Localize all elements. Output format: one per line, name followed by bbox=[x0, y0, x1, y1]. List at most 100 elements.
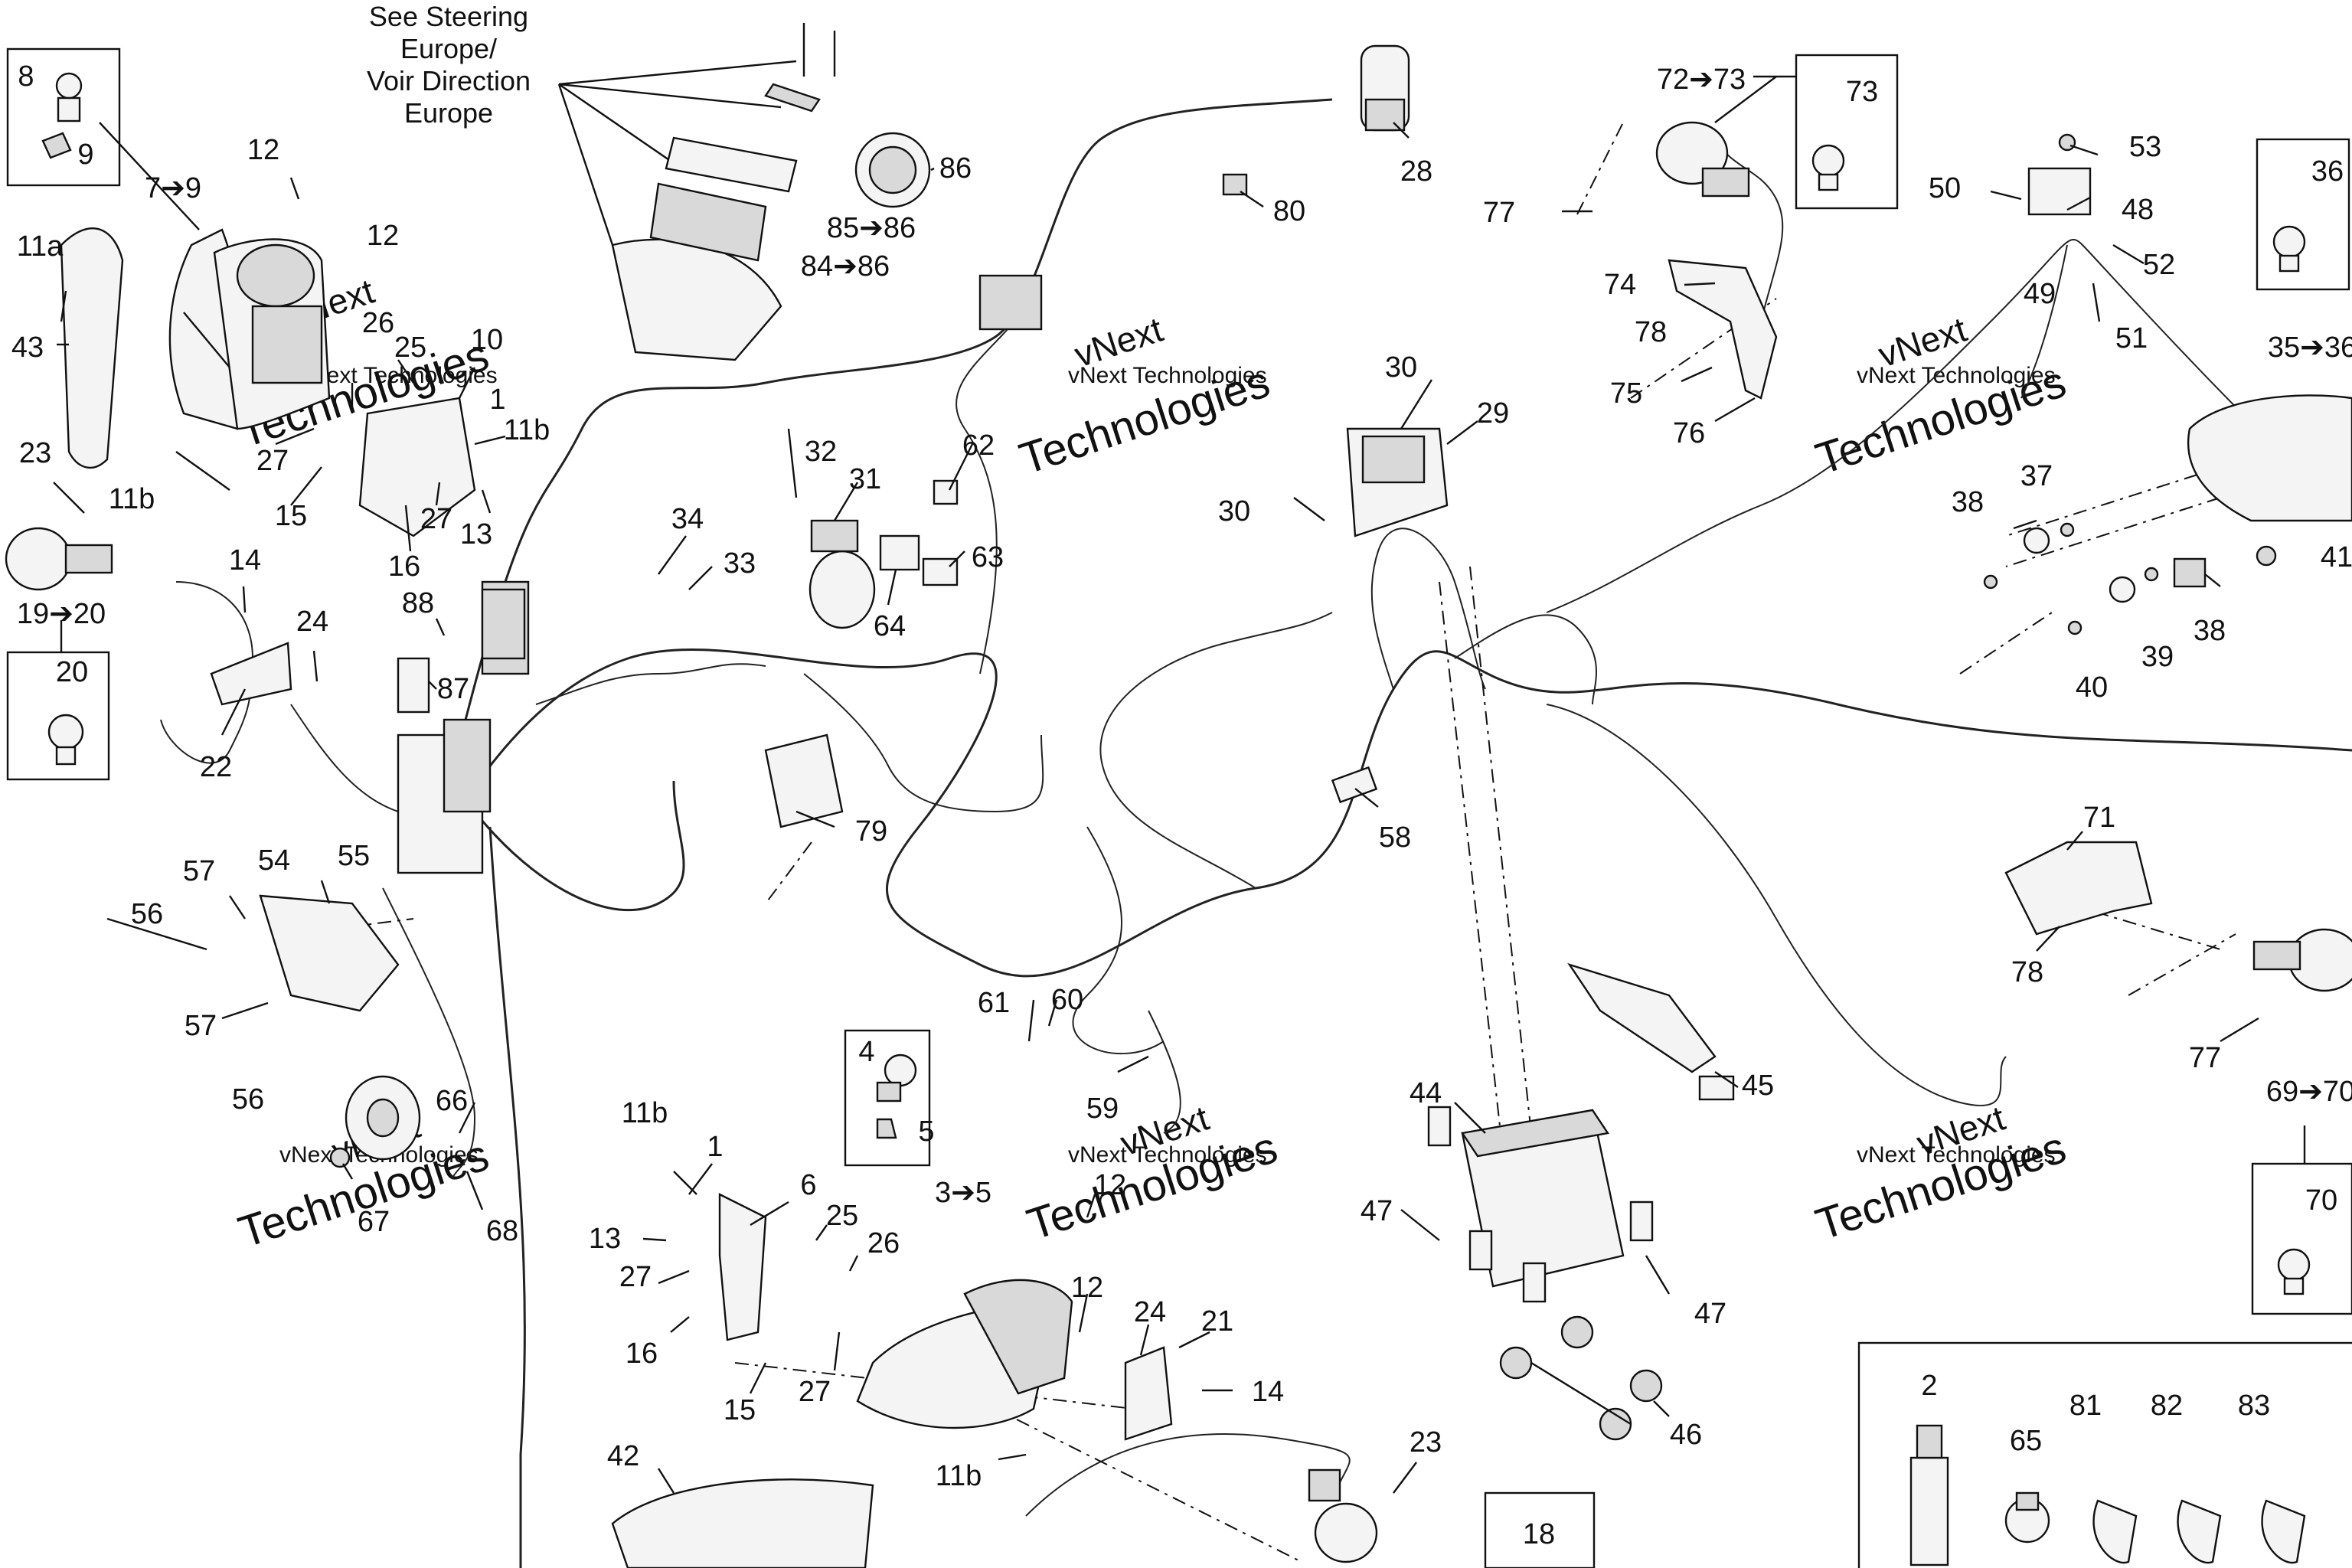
gauge-86 bbox=[854, 132, 931, 208]
bulb-icon bbox=[2272, 225, 2306, 273]
callout-65: 65 bbox=[2010, 1425, 2042, 1457]
callout-10: 10 bbox=[471, 324, 503, 356]
headlamp-right bbox=[856, 1279, 1073, 1429]
watermark-small: vNext Technologies bbox=[1068, 1142, 1267, 1168]
callout-35-36: 35➔36 bbox=[2268, 332, 2352, 364]
inset-box-18 bbox=[1484, 1491, 1596, 1568]
note-line: Europe bbox=[404, 97, 493, 129]
callout-80: 80 bbox=[1273, 195, 1305, 227]
clip-80 bbox=[1222, 173, 1248, 196]
callout-56: 56 bbox=[232, 1083, 264, 1116]
tail-light bbox=[2187, 394, 2352, 522]
connector bbox=[978, 274, 1043, 331]
callout-6: 6 bbox=[800, 1169, 816, 1201]
callout-33: 33 bbox=[724, 547, 756, 580]
callout-22: 22 bbox=[200, 751, 232, 783]
grommet-46 bbox=[1499, 1346, 1533, 1380]
steering-note: See Steering Europe/ Voir Direction Euro… bbox=[367, 1, 797, 246]
turn-signal-left bbox=[5, 527, 113, 591]
callout-12: 12 bbox=[247, 134, 279, 166]
callout-87: 87 bbox=[437, 673, 469, 705]
plate bbox=[764, 83, 821, 113]
callout-40: 40 bbox=[2076, 671, 2108, 704]
callout-30: 30 bbox=[1218, 495, 1250, 528]
relay-79 bbox=[764, 733, 844, 828]
callout-64: 64 bbox=[874, 610, 906, 642]
nut-38 bbox=[1983, 574, 1998, 590]
callout-31: 31 bbox=[849, 463, 881, 495]
callout-50: 50 bbox=[1929, 172, 1961, 204]
note-line: Europe/ bbox=[400, 33, 497, 64]
callout-78: 78 bbox=[1635, 316, 1667, 348]
grommet-46 bbox=[1599, 1407, 1632, 1441]
headlamp-left bbox=[168, 228, 331, 430]
horn bbox=[345, 1075, 421, 1161]
callout-52: 52 bbox=[2143, 249, 2175, 281]
callout-26: 26 bbox=[362, 307, 394, 339]
turn-signal-upper-right bbox=[1655, 121, 1750, 198]
callout-48: 48 bbox=[2122, 194, 2154, 226]
grommet-46 bbox=[1560, 1315, 1594, 1349]
callout-2: 2 bbox=[1921, 1370, 1937, 1402]
callout-75: 75 bbox=[1610, 377, 1642, 410]
bracket-10 bbox=[358, 397, 476, 537]
callout-12: 12 bbox=[1071, 1272, 1103, 1304]
callout-23: 23 bbox=[19, 437, 51, 469]
grease-tube-icon bbox=[1909, 1424, 1949, 1566]
callout-77: 77 bbox=[1483, 197, 1515, 229]
callout-57: 57 bbox=[185, 1010, 217, 1042]
callout-27: 27 bbox=[256, 445, 289, 477]
callout-67: 67 bbox=[358, 1206, 390, 1238]
callout-7-9: 7➔9 bbox=[145, 172, 201, 204]
callout-14: 14 bbox=[229, 544, 261, 577]
callout-85-86: 85➔86 bbox=[827, 212, 916, 244]
clip-41 bbox=[2256, 545, 2277, 567]
bulb-inset-box bbox=[2256, 138, 2350, 291]
callout-25: 25 bbox=[826, 1200, 858, 1232]
watermark-small: vNext Technologies bbox=[1857, 1142, 2056, 1168]
callout-4: 4 bbox=[858, 1036, 874, 1068]
callout-23: 23 bbox=[1410, 1426, 1442, 1459]
battery bbox=[1460, 1109, 1625, 1288]
callout-20: 20 bbox=[56, 656, 88, 688]
watermark-small: vNext Technologies bbox=[1857, 363, 2056, 388]
callout-28: 28 bbox=[1400, 155, 1432, 188]
bulb-icon bbox=[876, 1054, 917, 1139]
callout-84-86: 84➔86 bbox=[801, 250, 890, 283]
callout-88: 88 bbox=[402, 587, 434, 619]
callout-18: 18 bbox=[1523, 1518, 1555, 1550]
callout-16: 16 bbox=[626, 1338, 658, 1370]
callout-81: 81 bbox=[2069, 1390, 2102, 1422]
callout-24: 24 bbox=[296, 606, 328, 638]
callout-49: 49 bbox=[2024, 278, 2056, 310]
callout-53: 53 bbox=[2129, 131, 2161, 163]
callout-27: 27 bbox=[420, 503, 452, 535]
callout-27: 27 bbox=[799, 1376, 831, 1408]
callout-71: 71 bbox=[2083, 802, 2115, 834]
callout-41: 41 bbox=[2321, 541, 2352, 573]
callout-13: 13 bbox=[460, 518, 492, 550]
bulb-icon bbox=[1811, 144, 1845, 191]
clip-62 bbox=[933, 479, 959, 505]
horn-bracket-54 bbox=[259, 894, 400, 1012]
callout-13: 13 bbox=[589, 1223, 621, 1255]
bracket-21 bbox=[1124, 1346, 1173, 1441]
callout-5: 5 bbox=[918, 1116, 934, 1148]
callout-1: 1 bbox=[707, 1131, 723, 1163]
callout-79: 79 bbox=[855, 815, 887, 848]
gauge-cluster bbox=[649, 136, 798, 262]
callout-11b: 11b bbox=[936, 1460, 982, 1492]
callout-69-70: 69➔70 bbox=[2266, 1076, 2352, 1108]
callout-34: 34 bbox=[671, 503, 704, 535]
callout-74: 74 bbox=[1604, 269, 1636, 301]
headlamp-bezel-43 bbox=[60, 227, 124, 469]
callout-8: 8 bbox=[18, 60, 34, 93]
callout-15: 15 bbox=[275, 500, 307, 532]
callout-73: 73 bbox=[1846, 76, 1878, 108]
connector bbox=[481, 588, 526, 660]
callout-27: 27 bbox=[619, 1261, 652, 1293]
leader-lines bbox=[53, 76, 2259, 1494]
callout-14: 14 bbox=[1252, 1376, 1284, 1408]
callout-11b: 11b bbox=[504, 414, 550, 446]
note-line: Voir Direction bbox=[367, 65, 531, 96]
